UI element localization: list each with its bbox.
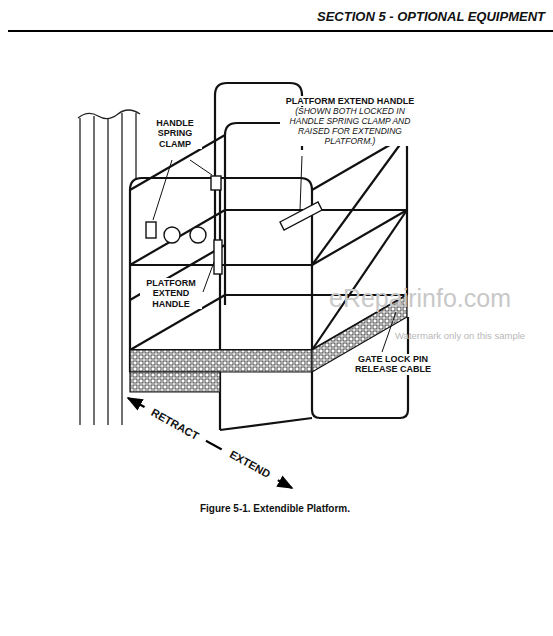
- extend-handle: [280, 202, 322, 230]
- header-rule: [8, 30, 553, 32]
- spring-clamp: [146, 222, 156, 238]
- part-label: HANDLE SPRING CLAMP: [148, 118, 202, 149]
- part-label: PLATFORM EXTEND HANDLE: [270, 96, 430, 106]
- direction-label: RETRACT: [141, 402, 208, 447]
- retract-extend-arrow: [128, 398, 292, 488]
- figure-caption: Figure 5-1. Extendible Platform.: [150, 503, 400, 515]
- handles-and-clamps: [146, 176, 322, 274]
- direction-label: EXTEND: [219, 443, 281, 485]
- section-title: SECTION 5 - OPTIONAL EQUIPMENT: [300, 10, 545, 25]
- spring-clamp: [211, 176, 221, 190]
- watermark: eRepairinfo.com: [329, 284, 549, 313]
- watermark: Watermark only on this sample: [395, 331, 545, 342]
- part-label: PLATFORM EXTEND HANDLE: [140, 278, 202, 309]
- leader-lines: [153, 156, 396, 352]
- part-label: GATE LOCK PIN RELEASE CABLE: [345, 354, 441, 375]
- extend-handle: [214, 240, 222, 274]
- part-note: (SHOWN BOTH LOCKED IN HANDLE SPRING CLAM…: [280, 107, 420, 146]
